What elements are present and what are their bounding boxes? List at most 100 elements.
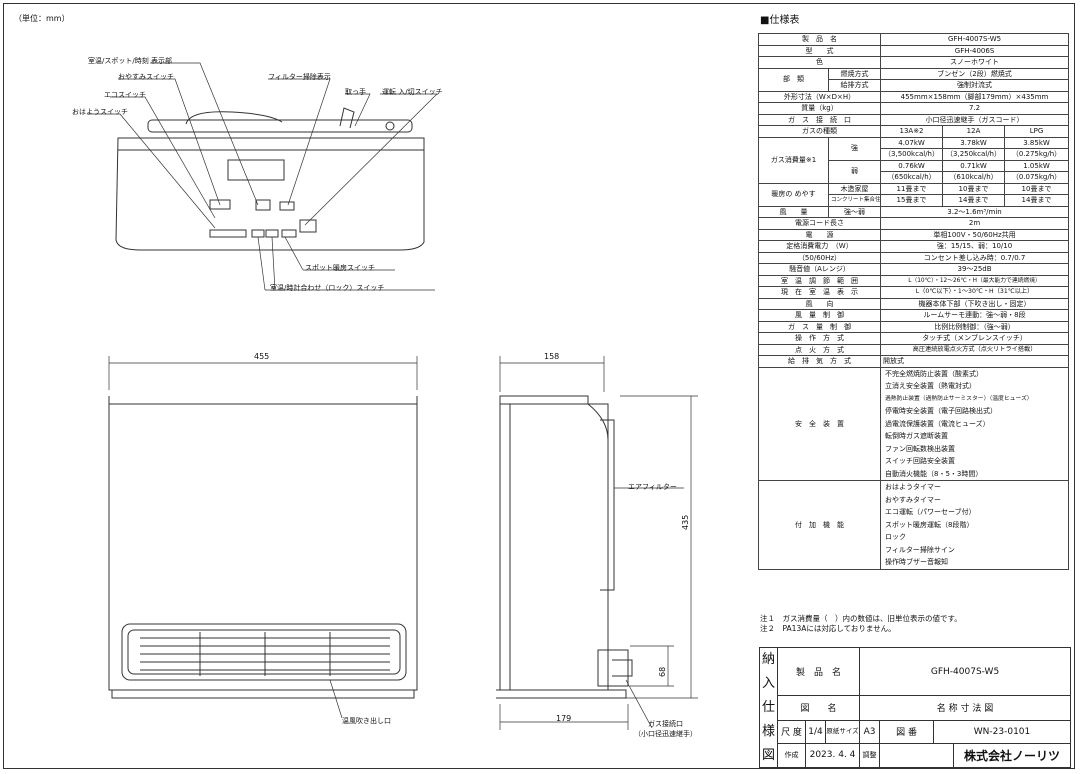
- spec-key: 給 排 気 方 式: [757, 355, 882, 368]
- list-item: ファン回転数検出装置: [885, 444, 956, 453]
- list-item: 停電時安全装置（電子回路検出式）: [885, 407, 998, 415]
- spec-key: 騒音値（Aレンジ）: [757, 263, 882, 276]
- top-leaders: [88, 62, 438, 291]
- spec-key: 暖房の めやす: [758, 182, 829, 207]
- spec-value: 3.2〜1.6m³/min: [880, 205, 1070, 218]
- list-item: スポット暖房運転（8段階）: [885, 520, 974, 529]
- front-dimension: [108, 356, 418, 719]
- spec-key: ガ ス 接 続 口: [757, 113, 882, 126]
- label-temp-clock-switch: 室温/時計合わせ（ロック）スイッチ: [270, 284, 385, 292]
- dim-side-depth: 158: [544, 352, 560, 361]
- spec-value: 3.85kW: [1004, 136, 1070, 149]
- date: 2023. 4. 4: [804, 742, 861, 769]
- spec-value: 単相100V・50/60Hz共用: [880, 228, 1070, 241]
- spec-key: コンクリート集合住宅: [827, 194, 882, 207]
- spec-value: 比例比例制御：（強〜弱）: [880, 320, 1070, 333]
- list-item: フィルター掃除サイン: [885, 545, 955, 554]
- label-spot-switch: スポット暖房スイッチ: [305, 264, 375, 272]
- spec-value: LPG: [1004, 125, 1070, 138]
- spec-value: 11畳まで: [880, 182, 944, 195]
- spec-value: GFH-4007S-W5: [880, 33, 1070, 46]
- spec-value: L（0℃以下）・1〜30℃・H（31℃以上）: [880, 286, 1070, 299]
- spec-key: 弱: [827, 159, 882, 184]
- spec-value: 14畳まで: [942, 194, 1006, 207]
- label-gas-port: ガス接続口: [648, 720, 683, 728]
- spec-value: GFH-4006S: [880, 44, 1070, 57]
- list-item: 不完全燃焼防止装置（酸素式）: [885, 369, 984, 378]
- spec-value: 高圧連続放電点火方式（点火リトライ搭載）: [880, 343, 1070, 356]
- spec-value: ブンゼン（2段）燃焼式: [880, 67, 1070, 80]
- spec-key: 付 加 機 能: [757, 480, 882, 570]
- spec-value: 0.76kW: [880, 159, 944, 172]
- extras-list: おはようタイマー おやすみタイマー エコ運転（パワーセーブ付） スポット暖房運転…: [880, 480, 1070, 570]
- number-value: WN-23-0101: [933, 719, 1072, 744]
- spec-key: ガス消費量※1: [758, 136, 829, 184]
- spec-value: 小口径迅速継手（ガスコード）: [880, 113, 1070, 126]
- spec-value: 10畳まで: [1004, 182, 1070, 195]
- drawing-value: 名 称 寸 法 図: [859, 695, 1072, 721]
- product-value: GFH-4007S-W5: [859, 646, 1072, 697]
- spec-key: 給排方式: [827, 79, 882, 92]
- spec-key: 強: [827, 136, 882, 161]
- spec-key: 電源コード長さ: [757, 217, 882, 230]
- spec-value: （0.275kg/h）: [1004, 148, 1070, 161]
- list-item: エコ運転（パワーセーブ付）: [885, 508, 976, 516]
- spec-value: （610kcal/h）: [942, 171, 1006, 184]
- label-filter-sign: フィルター掃除表示: [268, 73, 331, 81]
- spec-value: 機器本体下部（下吹き出し・固定）: [880, 297, 1070, 310]
- spec-value: 強制対流式: [880, 79, 1070, 92]
- spec-key: 木造家屋: [827, 182, 882, 195]
- stamp-char: 入: [761, 676, 775, 691]
- paper-value: A3: [859, 719, 881, 744]
- list-item: 過電流保護装置（電流ヒューズ）: [885, 419, 990, 428]
- spec-value: 14畳まで: [1004, 194, 1070, 207]
- list-item: 過熱防止装置（過熱防止サーミスター）（温度ヒューズ）: [885, 395, 1033, 402]
- spec-key: 風 量 制 御: [757, 309, 882, 322]
- spec-value: スノーホワイト: [880, 56, 1070, 69]
- spec-key: 燃焼方式: [827, 67, 882, 80]
- stamp-char: 図: [761, 748, 775, 763]
- spec-value: 開放式: [880, 355, 1070, 368]
- spec-title: ■仕様表: [760, 15, 800, 26]
- unit-label: （単位：mm）: [14, 14, 70, 23]
- front-view: [108, 396, 418, 699]
- list-item: 操作時ブザー音報知: [885, 558, 949, 566]
- stamp-column: 納 入 仕 様 図: [759, 647, 778, 768]
- spec-key: 電 源: [757, 228, 882, 241]
- side-view: [496, 395, 633, 699]
- spec-key: 定格消費電力 （W）: [757, 240, 882, 253]
- made-label: 作成: [777, 742, 806, 769]
- label-gas-port-sub: （小口径迅速継手）: [634, 730, 697, 738]
- label-outlet: 温風吹き出し口: [342, 717, 391, 725]
- spec-value: 4.07kW: [880, 136, 944, 149]
- spec-key: 強〜弱: [827, 205, 882, 218]
- check-label: 調整: [859, 742, 881, 769]
- list-item: 自動消火機能（8・5・3時間）: [885, 469, 983, 478]
- spec-key: 現 在 室 温 表 示: [757, 286, 882, 299]
- spec-value: 強：15/15、弱：10/10: [880, 240, 1070, 253]
- spec-key: 質量（kg）: [757, 102, 882, 115]
- spec-key: 室 温 調 節 範 囲: [757, 274, 882, 287]
- spec-value: 39〜25dB: [880, 263, 1070, 276]
- spec-key: 部 類: [758, 67, 829, 92]
- spec-value: （0.075kg/h）: [1004, 171, 1070, 184]
- list-item: 転倒時ガス遮断装置: [885, 432, 949, 440]
- spec-key: 風 量: [758, 205, 829, 218]
- spec-key: ガスの種類: [757, 125, 882, 138]
- spec-notes: 注１ ガス消費量（ ）内の数値は、旧単位表示の値です。 注２ PA13Aには対応…: [760, 614, 962, 634]
- side-dimensions: [499, 356, 698, 730]
- dim-side-height: 435: [681, 514, 690, 530]
- company-logo: 株式会社ノーリツ: [953, 742, 1072, 769]
- label-run-switch: 運転 入/切スイッチ: [382, 88, 443, 96]
- spec-value: （3,500kcal/h）: [880, 148, 944, 161]
- stamp-char: 仕: [761, 700, 775, 715]
- spec-key: 色: [757, 56, 882, 69]
- spec-value: 12A: [942, 125, 1006, 138]
- spec-value: 0.71kW: [942, 159, 1006, 172]
- dim-base-depth: 179: [556, 714, 572, 723]
- spec-value: コンセント差し込み時：0.7/0.7: [880, 251, 1070, 264]
- spec-key: 風 向: [757, 297, 882, 310]
- title-block: 納 入 仕 様 図 製 品 名 GFH-4007S-W5 図 名 名 称 寸 法…: [759, 646, 1072, 769]
